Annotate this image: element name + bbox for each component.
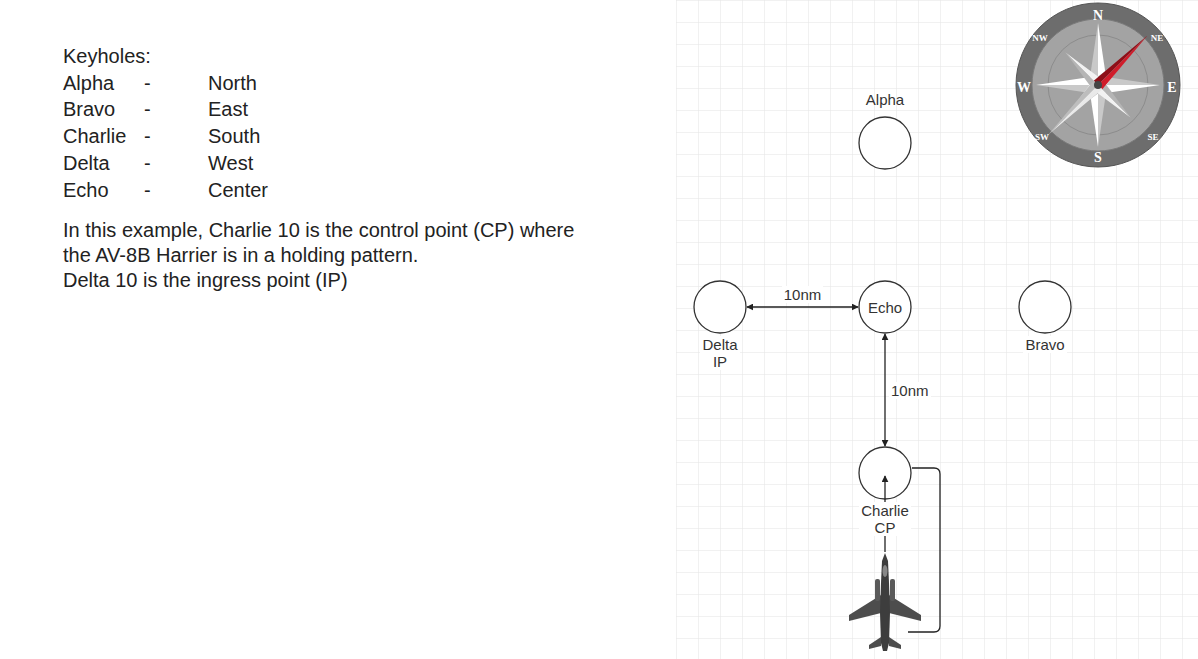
text-label: South [208, 124, 260, 149]
keyhole-label: Charlie CP [859, 502, 911, 536]
compass-letter: SW [1035, 133, 1049, 142]
compass-letter: E [1167, 81, 1176, 95]
keyhole-label: Echo [868, 299, 902, 316]
circle-outline [858, 116, 912, 170]
text-label: Delta [63, 151, 110, 176]
text-label: - [144, 124, 151, 149]
keyhole-circle: Charlie CP [858, 446, 912, 500]
compass-letter: N [1093, 9, 1103, 23]
keyhole-circle: Alpha [858, 116, 912, 170]
keyhole-circle: Echo [858, 280, 912, 334]
compass-letter: SE [1147, 133, 1158, 142]
approach-arrow [884, 476, 885, 552]
circle-outline [1018, 280, 1072, 334]
text-label: Center [208, 178, 268, 203]
circle-shape [859, 447, 911, 499]
text-label: Alpha [63, 71, 114, 96]
text-label: East [208, 97, 248, 122]
keyhole-circle: Bravo [1018, 280, 1072, 334]
compass-letter: W [1017, 81, 1031, 95]
circle-shape [859, 117, 911, 169]
compass-letter: NE [1151, 34, 1164, 43]
distance-arrow [884, 334, 885, 446]
text-label: - [144, 71, 151, 96]
text-label: Keyholes: [63, 44, 151, 69]
circle-outline [693, 280, 747, 334]
distance-arrow [747, 306, 858, 307]
harrier-aircraft [849, 553, 921, 651]
distance-label: 10nm [889, 382, 931, 399]
keyhole-label: Alpha [866, 91, 904, 108]
circle-shape [859, 281, 911, 333]
text-label: In this example, Charlie 10 is the contr… [63, 218, 578, 268]
text-label: - [144, 97, 151, 122]
keyhole-label: Delta IP [700, 336, 739, 370]
circle-shape [1019, 281, 1071, 333]
compass-rose [1016, 3, 1180, 167]
keyhole-circle: Delta IP [693, 280, 747, 334]
grid [676, 0, 1198, 659]
text-label: Bravo [63, 97, 115, 122]
text-label: Echo [63, 178, 109, 203]
text-label: Delta 10 is the ingress point (IP) [63, 268, 578, 293]
keyhole-label: Bravo [1023, 336, 1066, 353]
holding-pattern-bracket [908, 468, 940, 632]
circle-outline [858, 446, 912, 500]
compass-letter: NW [1032, 34, 1048, 43]
text-label: West [208, 151, 253, 176]
circle-shape [694, 281, 746, 333]
text-label: Charlie [63, 124, 126, 149]
text-label: North [208, 71, 257, 96]
distance-label: 10nm [782, 286, 824, 303]
text-label: - [144, 178, 151, 203]
text-label: - [144, 151, 151, 176]
compass-letter: S [1094, 151, 1102, 165]
